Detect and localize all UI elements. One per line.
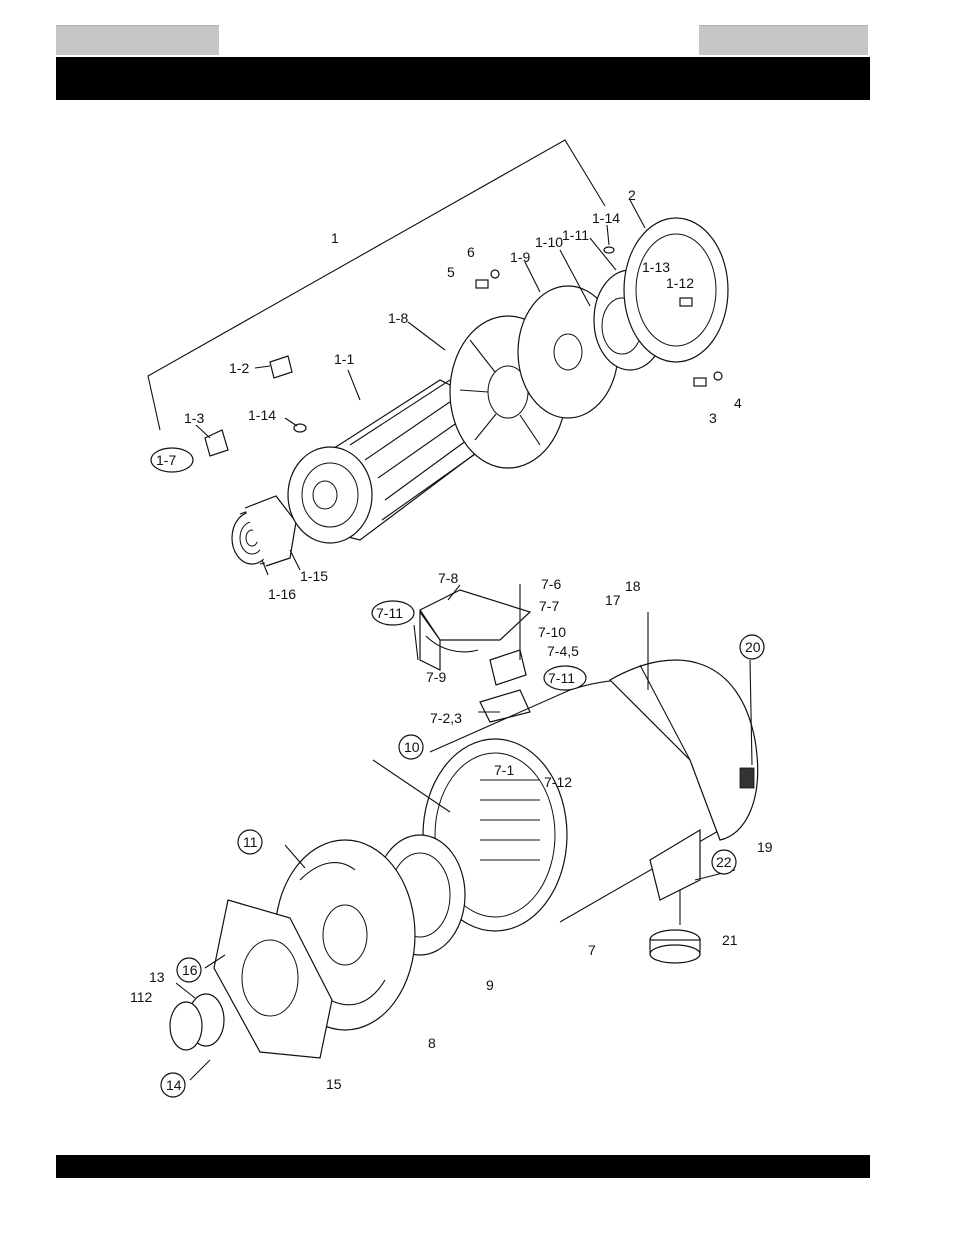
label-1-14-upper: 1-14 <box>592 210 620 226</box>
label-11: 11 <box>243 834 258 850</box>
label-14: 14 <box>166 1077 182 1093</box>
label-21: 21 <box>722 932 738 948</box>
label-7-7: 7-7 <box>539 598 559 614</box>
label-7: 7 <box>588 942 596 958</box>
label-6: 6 <box>467 244 475 260</box>
label-18: 18 <box>625 578 641 594</box>
label-1-7: 1-7 <box>156 452 176 468</box>
label-1-1: 1-1 <box>334 351 354 367</box>
label-7-1: 7-1 <box>494 762 514 778</box>
terminal-box-7-8 <box>420 590 530 722</box>
label-1-3: 1-3 <box>184 410 204 426</box>
label-7-9: 7-9 <box>426 669 446 685</box>
label-8: 8 <box>428 1035 436 1051</box>
label-7-6: 7-6 <box>541 576 561 592</box>
isolator-21 <box>650 890 700 963</box>
footer-bar <box>56 1155 870 1178</box>
rear-cover-19 <box>610 660 758 840</box>
label-1-14-lower: 1-14 <box>248 407 276 423</box>
label-7-10: 7-10 <box>538 624 566 640</box>
label-3: 3 <box>709 410 717 426</box>
label-13: 13 <box>149 969 165 985</box>
label-7-11-left: 7-11 <box>376 605 403 621</box>
label-19: 19 <box>757 839 773 855</box>
label-1-8: 1-8 <box>388 310 408 326</box>
label-1-12: 1-12 <box>666 275 694 291</box>
label-17: 17 <box>605 592 621 608</box>
label-1-15: 1-15 <box>300 568 328 584</box>
label-7-11-right: 7-11 <box>548 670 575 686</box>
label-1-16: 1-16 <box>268 586 296 602</box>
label-16: 16 <box>182 962 198 978</box>
label-1-10: 1-10 <box>535 234 563 250</box>
label-7-2-3: 7-2,3 <box>430 710 462 726</box>
label-112: 112 <box>130 989 153 1005</box>
label-9: 9 <box>486 977 494 993</box>
label-1-11: 1-11 <box>562 227 589 243</box>
label-20: 20 <box>745 639 761 655</box>
label-7-12: 7-12 <box>544 774 572 790</box>
label-4: 4 <box>734 395 742 411</box>
label-7-8: 7-8 <box>438 570 458 586</box>
label-10: 10 <box>404 739 420 755</box>
cap-13-14 <box>170 994 224 1050</box>
label-1-13: 1-13 <box>642 259 670 275</box>
label-1-9: 1-9 <box>510 249 530 265</box>
label-1: 1 <box>331 230 339 246</box>
label-2: 2 <box>628 187 636 203</box>
label-22: 22 <box>716 854 732 870</box>
label-15: 15 <box>326 1076 342 1092</box>
label-1-2: 1-2 <box>229 360 249 376</box>
label-7-4-5: 7-4,5 <box>547 643 579 659</box>
label-5: 5 <box>447 264 455 280</box>
